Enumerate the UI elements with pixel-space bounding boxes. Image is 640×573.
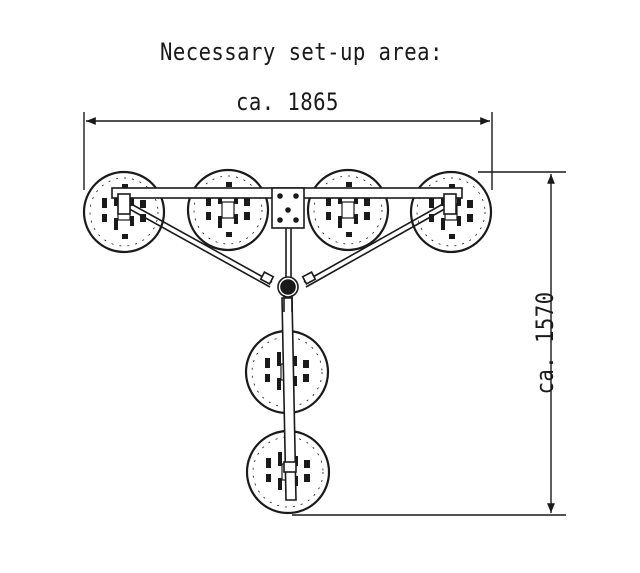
pad-detail xyxy=(122,234,128,239)
strut-fitting-right xyxy=(443,193,457,215)
pad-detail xyxy=(449,234,455,239)
pad-detail xyxy=(102,214,107,222)
pad-detail xyxy=(303,374,309,382)
pad-detail xyxy=(278,478,282,490)
pad-detail xyxy=(266,474,271,482)
pad-detail xyxy=(244,198,250,206)
center-plate-bolt xyxy=(293,217,299,223)
suction-pad-2 xyxy=(186,168,270,252)
pad-detail xyxy=(244,212,250,220)
strut-fitting-right-lower xyxy=(301,271,317,285)
pad-detail xyxy=(457,216,461,226)
pad-detail xyxy=(346,182,352,187)
pad-detail xyxy=(140,214,146,222)
pad-detail xyxy=(234,214,238,224)
pad-detail xyxy=(326,212,331,220)
pad-detail xyxy=(303,360,309,368)
pad-detail xyxy=(265,374,270,382)
diagonal-strut-right xyxy=(303,199,451,288)
pad-detail xyxy=(114,192,118,206)
pad-detail xyxy=(130,196,134,206)
pad-detail xyxy=(429,198,434,208)
pad-detail xyxy=(293,376,297,386)
pad-detail xyxy=(265,358,270,368)
pad-detail xyxy=(326,196,331,206)
pad-inner-ring xyxy=(251,336,323,408)
pad-detail xyxy=(102,198,107,208)
center-plate-bolt xyxy=(293,193,299,199)
suction-pad-3 xyxy=(306,168,390,252)
drawing-title: Necessary set-up area: xyxy=(160,38,443,66)
pad-detail xyxy=(304,460,310,468)
height-dimension xyxy=(292,171,566,516)
pad-detail xyxy=(130,216,134,226)
pad-detail xyxy=(338,216,342,228)
pad-detail xyxy=(364,212,370,220)
width-dimension xyxy=(83,112,493,190)
height-dimension-label: ca. 1570 xyxy=(531,291,559,395)
center-plate-bolt xyxy=(277,193,283,199)
pad-detail xyxy=(140,200,146,208)
pad-detail xyxy=(467,214,473,222)
pad-detail xyxy=(364,198,370,206)
central-joint-ring xyxy=(277,276,299,298)
beam-end-block xyxy=(283,461,297,473)
center-plate-bolt xyxy=(277,217,283,223)
pad-inner-ring xyxy=(89,177,159,247)
pad-detail xyxy=(278,452,282,466)
pad-detail xyxy=(354,214,358,224)
strut-fitting-left-lower xyxy=(259,271,275,285)
pad-detail xyxy=(441,192,445,206)
pad-inner-ring xyxy=(193,175,263,245)
pad-detail xyxy=(122,184,128,189)
pad-detail xyxy=(441,218,445,230)
pad-detail xyxy=(457,196,461,206)
strut-fitting-left xyxy=(117,193,131,215)
pad-detail xyxy=(354,194,358,204)
pad-detail xyxy=(266,458,271,468)
pad-detail xyxy=(206,196,211,206)
pad-hub xyxy=(221,201,235,219)
pad-inner-ring xyxy=(416,177,486,247)
pad-detail xyxy=(346,232,352,237)
pad-detail xyxy=(234,194,238,204)
pad-detail xyxy=(206,212,211,220)
diagonal-strut-left xyxy=(123,199,273,288)
width-dimension-label: ca. 1865 xyxy=(236,88,339,116)
pad-detail xyxy=(277,378,281,390)
central-joint xyxy=(280,279,296,295)
frame xyxy=(111,187,463,501)
pad-detail xyxy=(218,216,222,228)
pad-detail xyxy=(226,182,232,187)
pad-detail xyxy=(277,352,281,366)
pad-hub xyxy=(341,201,355,219)
pad-inner-ring xyxy=(252,436,324,508)
vertical-beam xyxy=(281,297,297,501)
pad-detail xyxy=(293,356,297,366)
pad-detail xyxy=(226,232,232,237)
pad-detail xyxy=(304,474,310,482)
pad-detail xyxy=(449,184,455,189)
pad-inner-ring xyxy=(313,175,383,245)
pad-detail xyxy=(467,200,473,208)
pad-detail xyxy=(429,214,434,222)
pad-detail xyxy=(114,218,118,230)
center-plate-bolt xyxy=(285,207,291,213)
